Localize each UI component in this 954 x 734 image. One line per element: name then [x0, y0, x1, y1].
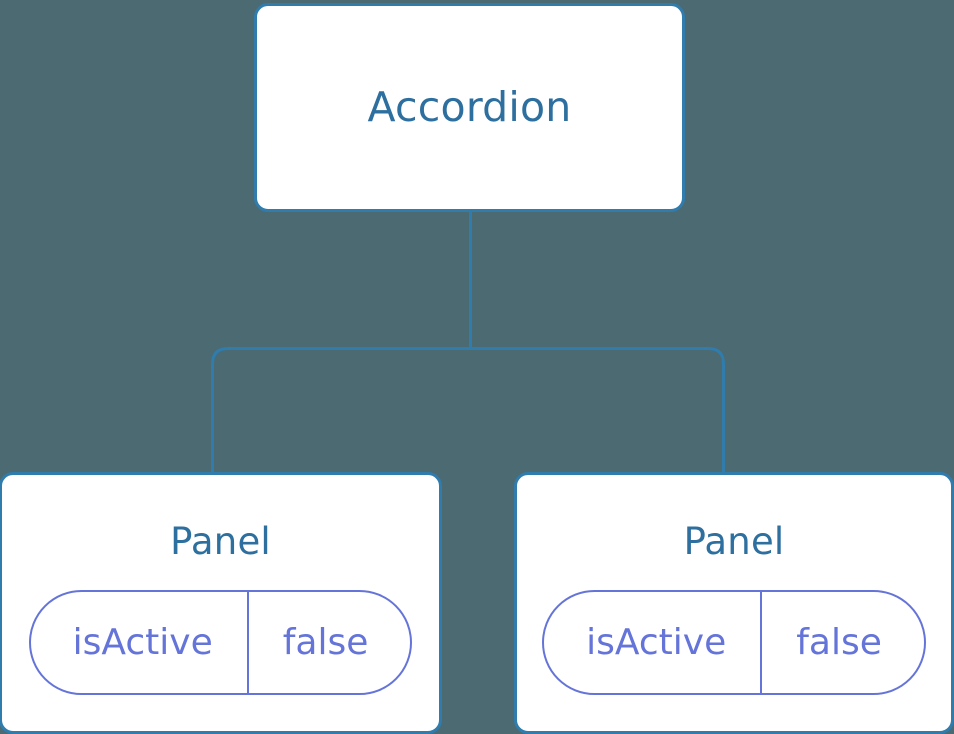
edge-accordion-to-panel-0 — [211, 347, 471, 472]
node-title: Panel — [170, 520, 271, 563]
state-key: isActive — [72, 621, 213, 663]
node-title: Panel — [683, 520, 785, 563]
state-value: false — [760, 592, 924, 693]
state-key: isActive — [586, 621, 727, 663]
node-title: Accordion — [367, 83, 572, 131]
state-pill: isActive false — [542, 590, 926, 695]
edge-accordion-to-panel-1 — [470, 347, 725, 472]
state-value: false — [246, 592, 411, 693]
node-panel-1[interactable]: Panel isActive false — [514, 472, 954, 734]
state-pill: isActive false — [28, 590, 413, 695]
node-panel-0[interactable]: Panel isActive false — [0, 472, 442, 734]
node-accordion[interactable]: Accordion — [254, 3, 685, 212]
